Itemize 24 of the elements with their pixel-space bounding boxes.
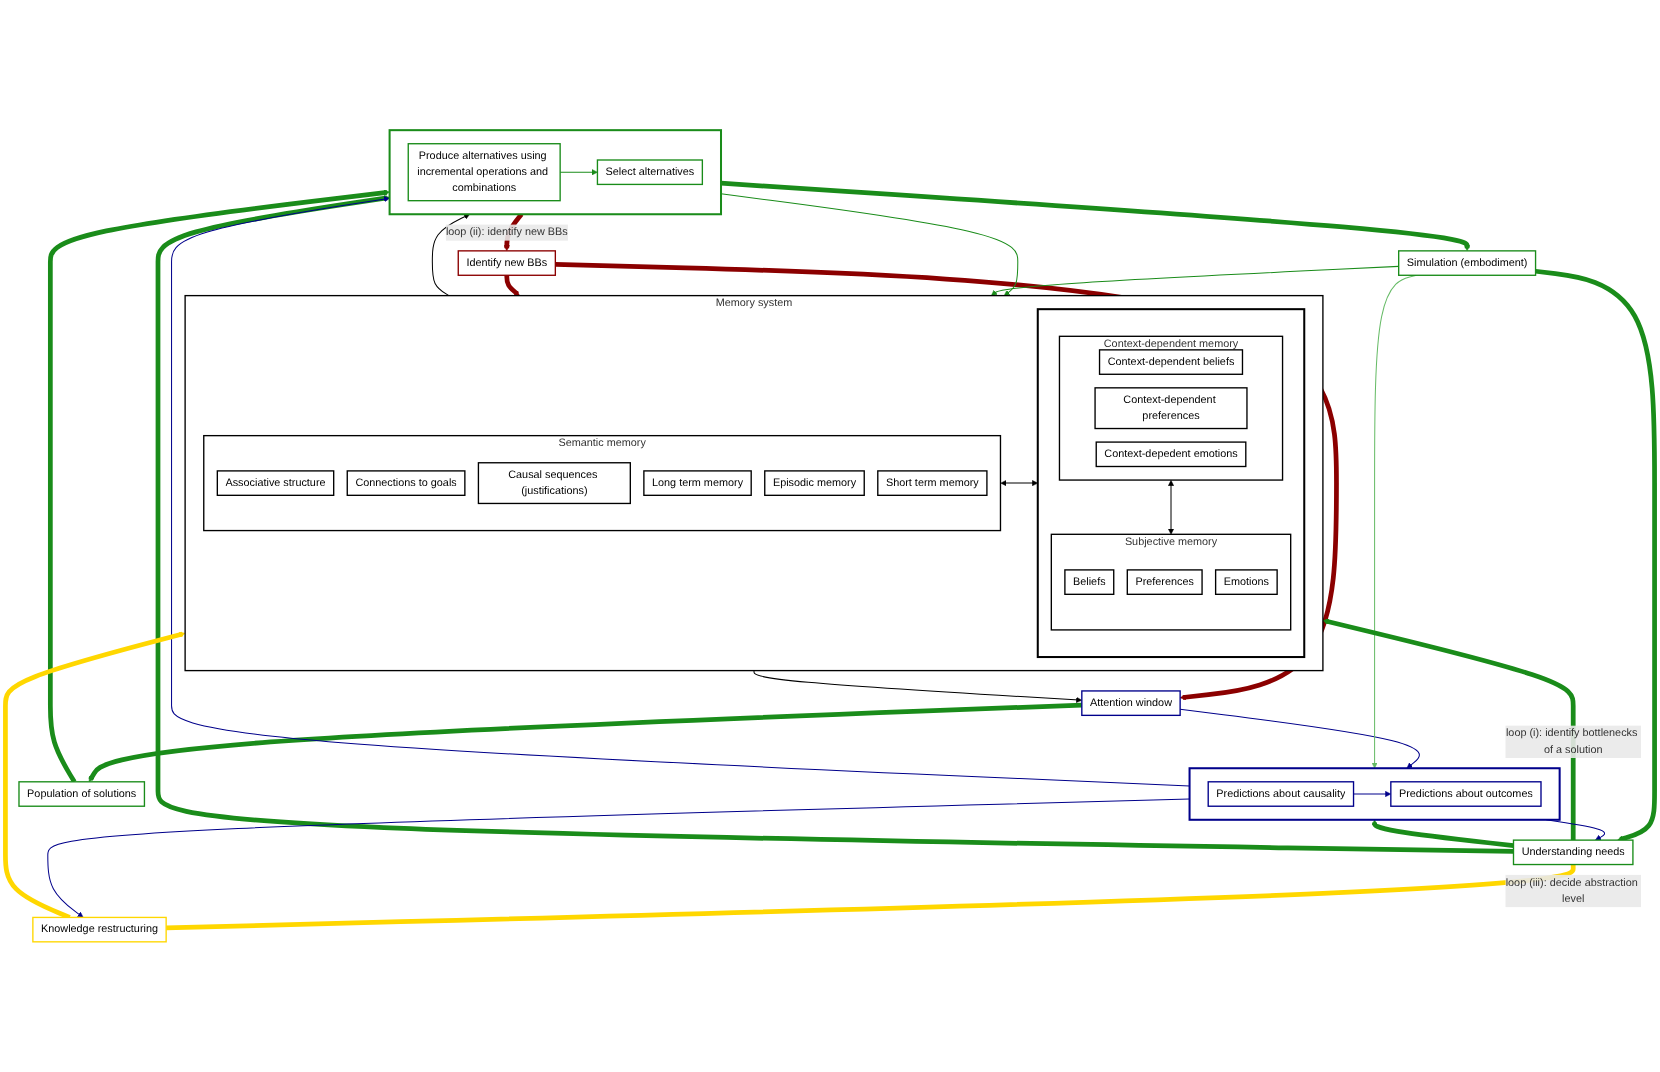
arrow [1353, 791, 1392, 797]
connector [166, 863, 1576, 931]
arrow [753, 670, 1083, 703]
cluster [1188, 767, 1561, 821]
arrow [1179, 708, 1420, 769]
arrow [3, 631, 186, 920]
arrow [504, 274, 520, 296]
arrow [88, 702, 1082, 783]
arrow [171, 196, 1191, 787]
arrow [1322, 618, 1576, 841]
arrow [991, 265, 1400, 296]
arrow [559, 169, 598, 176]
arrow [1168, 480, 1174, 535]
arrow [47, 189, 390, 784]
arrow [720, 180, 1471, 252]
arrow [1371, 274, 1418, 769]
arrow [720, 193, 1019, 296]
arrow [431, 213, 470, 297]
arrow [1000, 480, 1039, 487]
cluster [1036, 308, 1306, 659]
arrow [47, 798, 1191, 918]
arrow [1371, 819, 1514, 848]
cluster [388, 129, 723, 216]
arrow [155, 195, 1514, 854]
